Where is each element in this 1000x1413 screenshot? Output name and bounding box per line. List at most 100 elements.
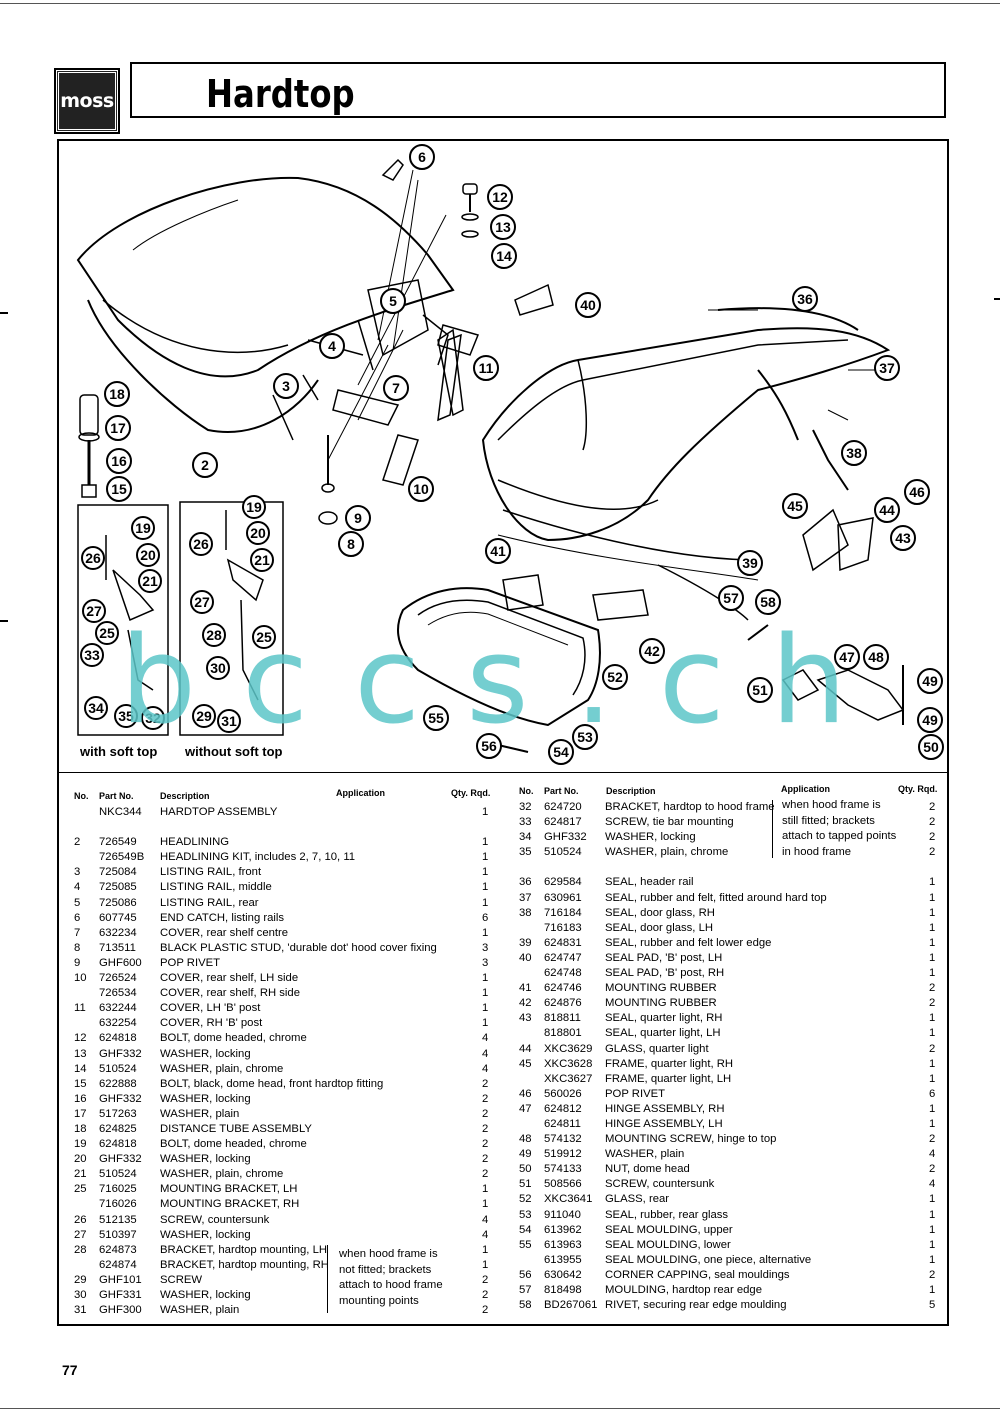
part-description: END CATCH, listing rails [160, 911, 285, 924]
row-number: 37 [519, 891, 532, 904]
part-number: 613963 [544, 1238, 582, 1251]
note-line: mounting points [339, 1294, 419, 1307]
quantity: 3 [482, 956, 489, 969]
callout-55: 55 [423, 705, 449, 731]
row-number: 44 [519, 1042, 532, 1055]
part-number: XKC3628 [544, 1057, 593, 1070]
quantity: 1 [482, 881, 489, 894]
exploded-diagram: 6 12 13 14 5 40 36 4 11 37 18 3 7 17 38 … [58, 140, 948, 772]
part-description: COVER, RH 'B' post [160, 1017, 263, 1030]
svg-text:40: 40 [580, 297, 596, 313]
note-line: attach to hood frame [339, 1279, 443, 1292]
part-number: 624747 [544, 951, 582, 964]
hardtop-shell [76, 176, 455, 378]
svg-text:20: 20 [250, 525, 266, 541]
callout-30: 30 [206, 656, 230, 680]
callout-21a: 21 [138, 569, 162, 593]
svg-text:7: 7 [392, 380, 400, 396]
part-number: 725084 [99, 866, 137, 879]
callout-19a: 19 [131, 516, 155, 540]
callout-18: 18 [104, 381, 130, 407]
svg-text:19: 19 [246, 499, 262, 515]
part-number: 632244 [99, 1002, 137, 1015]
moss-logo: moss [54, 68, 120, 134]
row-number: 47 [519, 1102, 532, 1115]
caption-with-soft-top: with soft top [80, 744, 158, 759]
row-number: 58 [519, 1299, 532, 1312]
row-number: 15 [74, 1077, 87, 1090]
svg-text:17: 17 [110, 420, 126, 436]
part-number: 624825 [99, 1122, 137, 1135]
callout-57: 57 [718, 585, 744, 611]
callout-38: 38 [841, 440, 867, 466]
left-header-part: Part No. [99, 791, 134, 801]
part-description: SEAL, quarter light, LH [605, 1027, 721, 1040]
quantity: 2 [929, 816, 936, 829]
quantity: 1 [482, 987, 489, 1000]
part-description: POP RIVET [160, 956, 221, 969]
callout-4: 4 [319, 333, 345, 359]
quantity: 1 [929, 906, 936, 919]
svg-text:5: 5 [389, 293, 397, 309]
part-description: MOUNTING BRACKET, LH [160, 1183, 298, 1196]
row-number: 42 [519, 997, 532, 1010]
svg-text:54: 54 [553, 744, 569, 760]
part-number: 725085 [99, 881, 137, 894]
part-number: XKC3629 [544, 1042, 593, 1055]
svg-text:56: 56 [481, 738, 497, 754]
margin-tick [0, 312, 8, 314]
part-description: RIVET, securing rear edge moulding [605, 1299, 787, 1312]
svg-text:47: 47 [839, 649, 855, 665]
row-number: 7 [74, 926, 81, 939]
callout-56: 56 [476, 733, 502, 759]
row-number: 57 [519, 1284, 532, 1296]
part-number: 911040 [544, 1208, 581, 1221]
row-number: 45 [519, 1057, 532, 1070]
top-rule [0, 3, 1000, 4]
note-line: not fitted; brackets [339, 1263, 432, 1276]
row-number: 38 [519, 906, 532, 919]
callout-44: 44 [874, 497, 900, 523]
quantity: 2 [929, 1268, 936, 1281]
part-description: BRACKET, hardtop mounting, LH [160, 1243, 328, 1256]
row-number: 11 [74, 1002, 86, 1015]
part-description: DISTANCE TUBE ASSEMBLY [160, 1122, 312, 1135]
quantity: 1 [482, 1258, 489, 1271]
part-description: SCREW, tie bar mounting [605, 816, 734, 829]
part-number: GHF101 [99, 1273, 142, 1286]
part-description: BOLT, dome headed, chrome [160, 1138, 307, 1151]
part-number: 624746 [544, 982, 582, 995]
quantity: 4 [482, 1032, 489, 1045]
part-number: 624817 [544, 816, 582, 829]
part-number: 726549 [99, 836, 137, 849]
part-number: 818498 [544, 1284, 582, 1296]
svg-text:43: 43 [895, 530, 911, 546]
part-number: 519912 [544, 1148, 582, 1161]
row-number: 12 [74, 1032, 87, 1045]
callout-27a: 27 [82, 599, 106, 623]
callout-6: 6 [409, 144, 435, 170]
callout-25b: 25 [252, 625, 276, 649]
part-description: LISTING RAIL, front [160, 866, 262, 879]
quantity: 5 [929, 1299, 936, 1312]
part-description: FRAME, quarter light, RH [605, 1057, 734, 1070]
row-number: 43 [519, 1012, 532, 1025]
part-number: 716183 [544, 921, 582, 934]
row-number: 17 [74, 1107, 87, 1120]
callout-43: 43 [890, 525, 916, 551]
part-number: 613955 [544, 1253, 582, 1266]
